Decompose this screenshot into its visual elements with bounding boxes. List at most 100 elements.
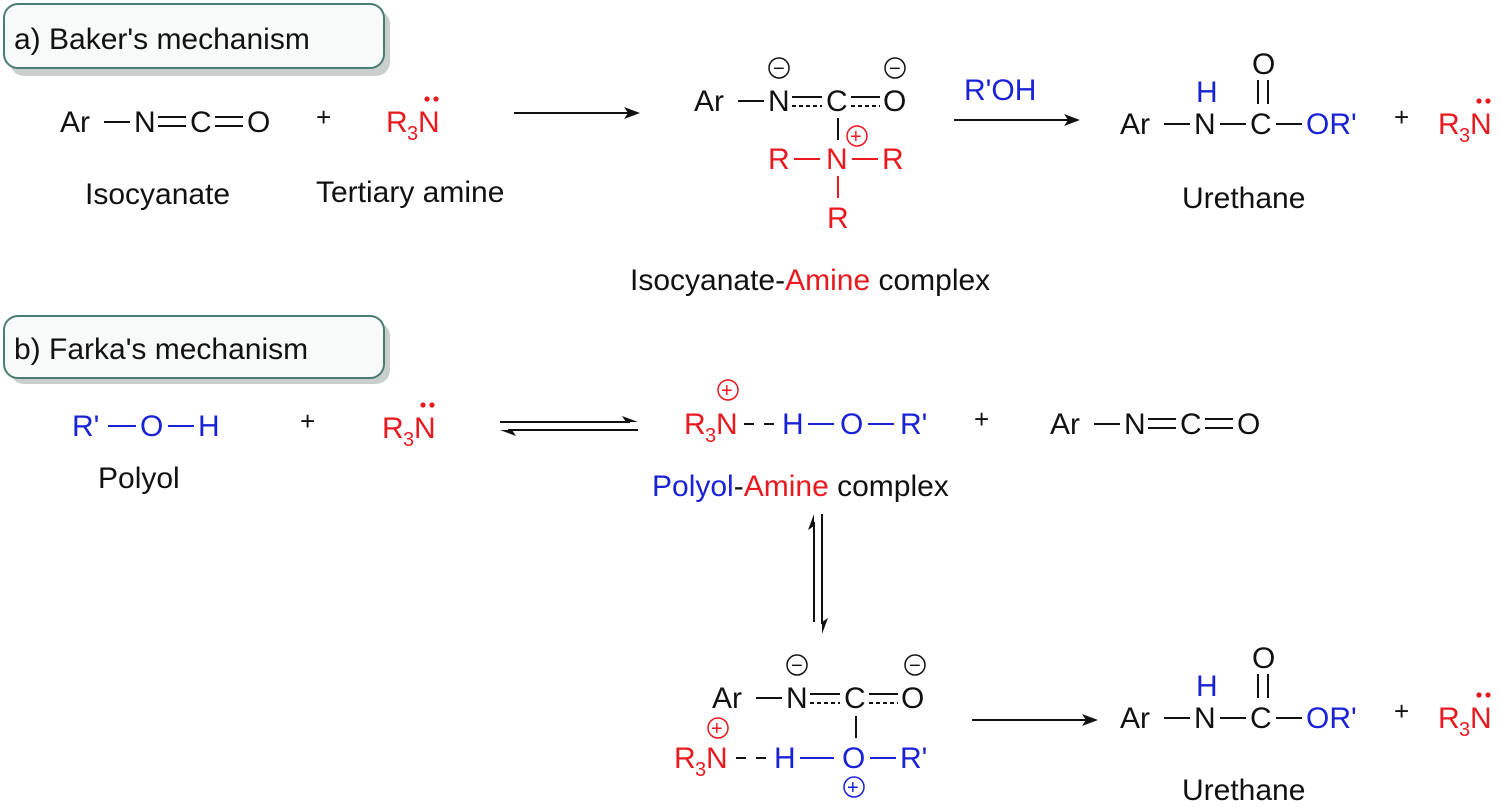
atom-r: R [674,742,696,775]
atom-o: O [1252,48,1275,81]
atom-r: R [684,408,706,441]
atom-ar: Ar [694,85,724,118]
atom-o: O [1252,642,1275,675]
minus-charge: − [909,655,921,677]
atom-o: O [901,682,924,715]
plus-charge: + [711,718,723,740]
panel-b: b) Farka's mechanism R' O H Polyol + R 3… [3,315,1492,807]
reagent-roh: R'OH [964,74,1036,107]
intermediate-complex: Ar N − C O − R 3 N + H O + R' [674,654,927,799]
atom-ar: Ar [1120,702,1150,735]
subscript-3: 3 [407,123,418,145]
amine-label: Tertiary amine [316,176,504,209]
atom-n: N [1124,408,1146,441]
atom-n: N [414,412,436,445]
isocyanate-label: Isocyanate [85,178,230,211]
plus-sign: + [300,406,315,436]
atom-ar: Ar [1050,408,1080,441]
atom-n-plus: N [826,143,848,176]
plus-sign: + [1394,696,1409,726]
atom-n: N [786,682,808,715]
plus-charge: + [721,380,733,402]
atom-r: R [386,106,408,139]
atom-h: H [782,408,804,441]
isocyanate-amine-complex: Ar N − C O − N + R R R Isocyanate-Amine … [630,57,990,297]
group-or: OR' [1306,702,1357,735]
amine-a: R 3 N Tertiary amine [316,96,504,209]
urethane-label: Urethane [1182,182,1305,215]
atom-o: O [1237,408,1260,441]
atom-n-plus: N [706,742,728,775]
plus-sign: + [1394,102,1409,132]
panel-a-title: a) Baker's mechanism [14,23,310,56]
subscript-3: 3 [403,429,414,451]
atom-ar: Ar [60,106,90,139]
subscript-3: 3 [1459,125,1470,147]
atom-r: R [1438,108,1460,141]
atom-ar: Ar [1120,108,1150,141]
panel-b-title-box [3,315,385,379]
atom-r: R [382,412,404,445]
complex-label: Isocyanate-Amine complex [630,264,990,297]
atom-h: H [1196,670,1218,703]
panel-a: a) Baker's mechanism Ar N C O Isocyanate… [3,3,1492,297]
polyol: R' O H Polyol [72,410,220,495]
plus-sign: + [316,102,331,132]
isocyanate-a: Ar N C O Isocyanate [60,106,270,211]
subscript-3: 3 [695,759,706,781]
atom-c: C [826,85,848,118]
minus-charge: − [889,58,901,80]
polyol-amine-label: Polyol-Amine complex [652,470,949,503]
atom-r-prime: R' [72,410,99,443]
atom-r-prime: R' [900,742,927,775]
amine-b-product: R 3 N [1438,692,1492,741]
amine-b: R 3 N [382,402,436,451]
atom-c: C [190,106,212,139]
subscript-3: 3 [1459,719,1470,741]
minus-charge: − [791,655,803,677]
atom-ar: Ar [712,682,742,715]
group-or: OR' [1306,108,1357,141]
atom-c: C [1250,108,1272,141]
atom-n: N [134,106,156,139]
atom-n: N [1194,108,1216,141]
urethane-a: Ar H N C O OR' Urethane [1120,48,1357,215]
plus-charge: + [847,777,859,799]
atom-c: C [1250,702,1272,735]
atom-o: O [140,410,163,443]
urethane-label: Urethane [1182,774,1305,806]
atom-o: O [883,85,906,118]
atom-r: R [768,143,790,176]
atom-r: R [827,202,849,235]
polyol-label: Polyol [98,462,180,495]
amine-a-product: R 3 N [1438,98,1492,147]
polyol-amine-complex: R 3 N + H O R' Polyol-Amine complex [652,379,949,503]
plus-sign: + [974,404,989,434]
atom-r-prime: R' [900,408,927,441]
atom-n: N [768,85,790,118]
atom-c: C [844,682,866,715]
atom-h: H [774,742,796,775]
atom-o-plus: O [842,742,865,775]
urethane-b: Ar H N C O OR' Urethane [1120,642,1357,807]
atom-n: N [1470,108,1492,141]
atom-h: H [1196,76,1218,109]
atom-r: R [1438,702,1460,735]
equilibrium-arrow-vertical [808,514,828,634]
plus-charge: + [850,126,862,148]
atom-h: H [198,410,220,443]
subscript-3: 3 [705,425,716,447]
equilibrium-arrow-horizontal [500,416,638,436]
panel-b-title: b) Farka's mechanism [14,333,308,366]
atom-c: C [1180,408,1202,441]
panel-a-title-box [3,3,385,69]
atom-o: O [840,408,863,441]
atom-n: N [1194,702,1216,735]
atom-o: O [247,106,270,139]
isocyanate-b: Ar N C O [1050,408,1260,441]
atom-r: R [882,143,904,176]
atom-n: N [1470,702,1492,735]
atom-n: N [418,106,440,139]
